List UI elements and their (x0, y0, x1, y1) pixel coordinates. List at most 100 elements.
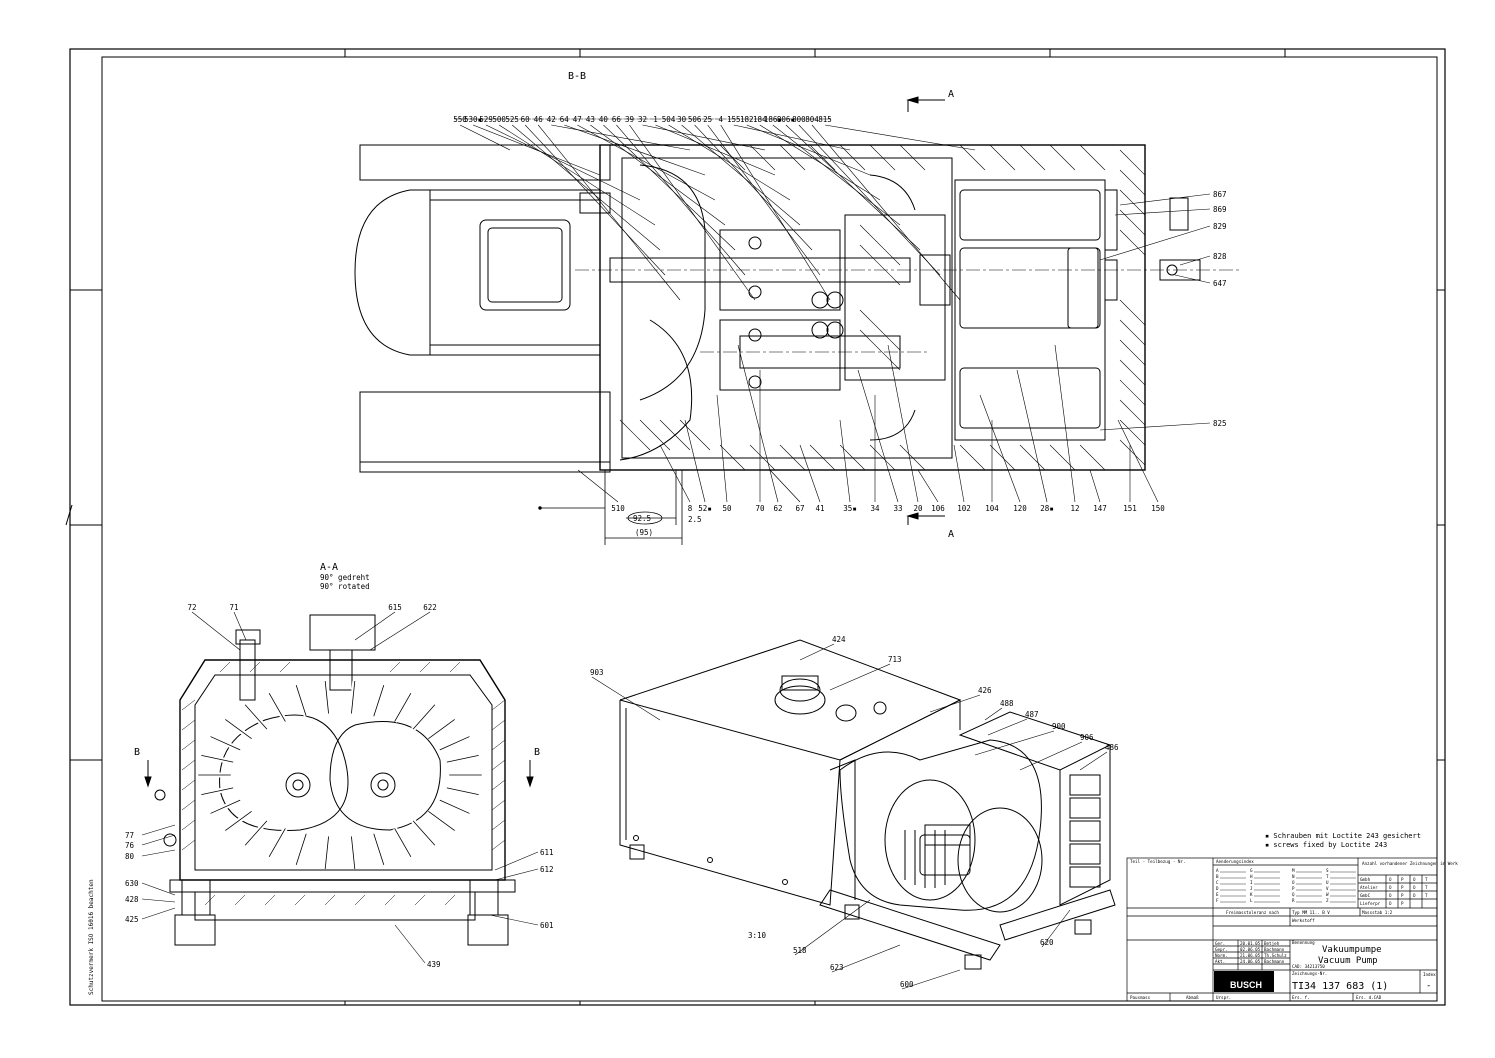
leader-line (953, 444, 965, 503)
callout-iso-2: 903 (590, 668, 604, 677)
leader-line (590, 124, 726, 226)
callout-top-23: 184 (753, 115, 767, 124)
leader-line (1099, 422, 1211, 431)
tb-name-en: Vacuum Pump (1318, 956, 1378, 966)
section-b-mark-left: B (134, 747, 140, 758)
tb-letter: K (1250, 892, 1253, 897)
callout-bottom-0: 510 (611, 504, 625, 513)
leader-line (733, 124, 851, 151)
leader-line (524, 124, 666, 276)
callout-right-3: 828 (1213, 252, 1227, 261)
leader-line (141, 834, 176, 846)
callout-top-2: 529 (479, 115, 493, 124)
leader-line (901, 969, 961, 990)
rib (201, 754, 234, 763)
callout-iso-1: 713 (888, 655, 902, 664)
section-aa-hatching (181, 661, 506, 906)
tb-letter: E (1216, 892, 1219, 897)
tb-ers-f: Ers. f. (1292, 995, 1310, 1000)
drawing-frame (65, 48, 1446, 1006)
callout-top-5: 60 (521, 115, 531, 124)
side-note: Schutzvermerk ISO 16016 beachten (88, 879, 95, 995)
tb-letter: P (1292, 886, 1295, 891)
callout-bottom-14: 104 (985, 504, 999, 513)
callout-top-24: 186▪ (764, 115, 782, 124)
leader-line (829, 663, 891, 691)
callout-aa-left-0: 76 (125, 841, 135, 850)
callout-bottom-19: 151 (1123, 504, 1137, 513)
tb-letter: G (1250, 868, 1253, 873)
leader-line (1179, 255, 1211, 266)
callout-top-6: 46 (534, 115, 544, 124)
leader-line (681, 124, 801, 226)
tb-approval-cell: Betjeh (1264, 941, 1280, 946)
dim-2-5: 2.5 (688, 515, 702, 524)
section-bb-view (354, 144, 1240, 473)
callout-top-25: 806▪ (777, 115, 795, 124)
callout-top-20: 4 (718, 115, 723, 124)
rib (373, 685, 385, 717)
tb-index-value: - (1426, 981, 1431, 991)
leader-line (1079, 751, 1108, 771)
rib (373, 833, 385, 865)
dim-92-5: 92.5 (633, 514, 651, 523)
rib (244, 704, 268, 730)
tb-typ: Typ MM 11.. B V (1292, 910, 1330, 915)
leader-line (642, 124, 766, 151)
leader-line (798, 124, 941, 276)
callout-bottom-16: 28▪ (1040, 504, 1054, 513)
leader-line (716, 394, 728, 503)
leader-line (1089, 469, 1101, 503)
tb-index-label: Index (1423, 972, 1436, 977)
title-block-lines (1126, 857, 1438, 1002)
rib (324, 680, 329, 714)
leader-line (824, 124, 976, 151)
leader-line (551, 124, 691, 151)
tb-letter: D (1216, 886, 1219, 891)
callout-bottom-2: 52▪ (698, 504, 712, 513)
callout-iso-5: 487 (1025, 710, 1039, 719)
tb-cad: CAD: 34213750 (1292, 964, 1325, 969)
callout-right-1: 869 (1213, 205, 1227, 214)
leader-line (811, 124, 961, 301)
callout-bottom-4: 70 (755, 504, 765, 513)
iso-pump-view (619, 639, 1116, 970)
leader-line (769, 469, 801, 503)
callout-bottom-20: 150 (1151, 504, 1165, 513)
tb-werk-row: Lieferpr (1360, 901, 1381, 906)
leader-line (591, 676, 661, 721)
leader-line (1016, 369, 1048, 503)
callout-bottom-8: 35▪ (843, 504, 857, 513)
tb-letter: C (1216, 880, 1219, 885)
leader-line (1054, 344, 1076, 503)
tb-approval-cell: Norm. (1215, 953, 1228, 958)
leader-line (720, 124, 831, 301)
leader-line (494, 868, 539, 881)
tb-werk-value: O (1413, 893, 1416, 898)
tb-werk-value: O (1413, 885, 1416, 890)
section-aa-ribs (198, 680, 482, 870)
tb-letter: O (1292, 880, 1295, 885)
tb-letter: N (1292, 874, 1295, 879)
callout-aa-right-0: 611 (540, 848, 554, 857)
rib (428, 810, 455, 831)
tb-werk-row: Gmbh (1360, 877, 1371, 882)
tb-approval-cell: 20.01.05 (1240, 941, 1261, 946)
leader-line (603, 124, 736, 251)
callout-iso-6: 900 (1052, 722, 1066, 731)
leader-line (659, 444, 691, 503)
callout-iso-0: 424 (832, 635, 846, 644)
leader-line (917, 469, 939, 503)
rib (439, 799, 470, 814)
tb-werk-value: P (1401, 885, 1404, 890)
tb-approval-cell: Ger. (1215, 941, 1225, 946)
rib (394, 692, 412, 722)
callout-top-9: 47 (573, 115, 582, 124)
section-bb-hatching (619, 144, 1146, 471)
leader-line (1174, 274, 1211, 284)
leader-line (979, 394, 1021, 503)
section-aa-title: A-A (320, 562, 338, 573)
